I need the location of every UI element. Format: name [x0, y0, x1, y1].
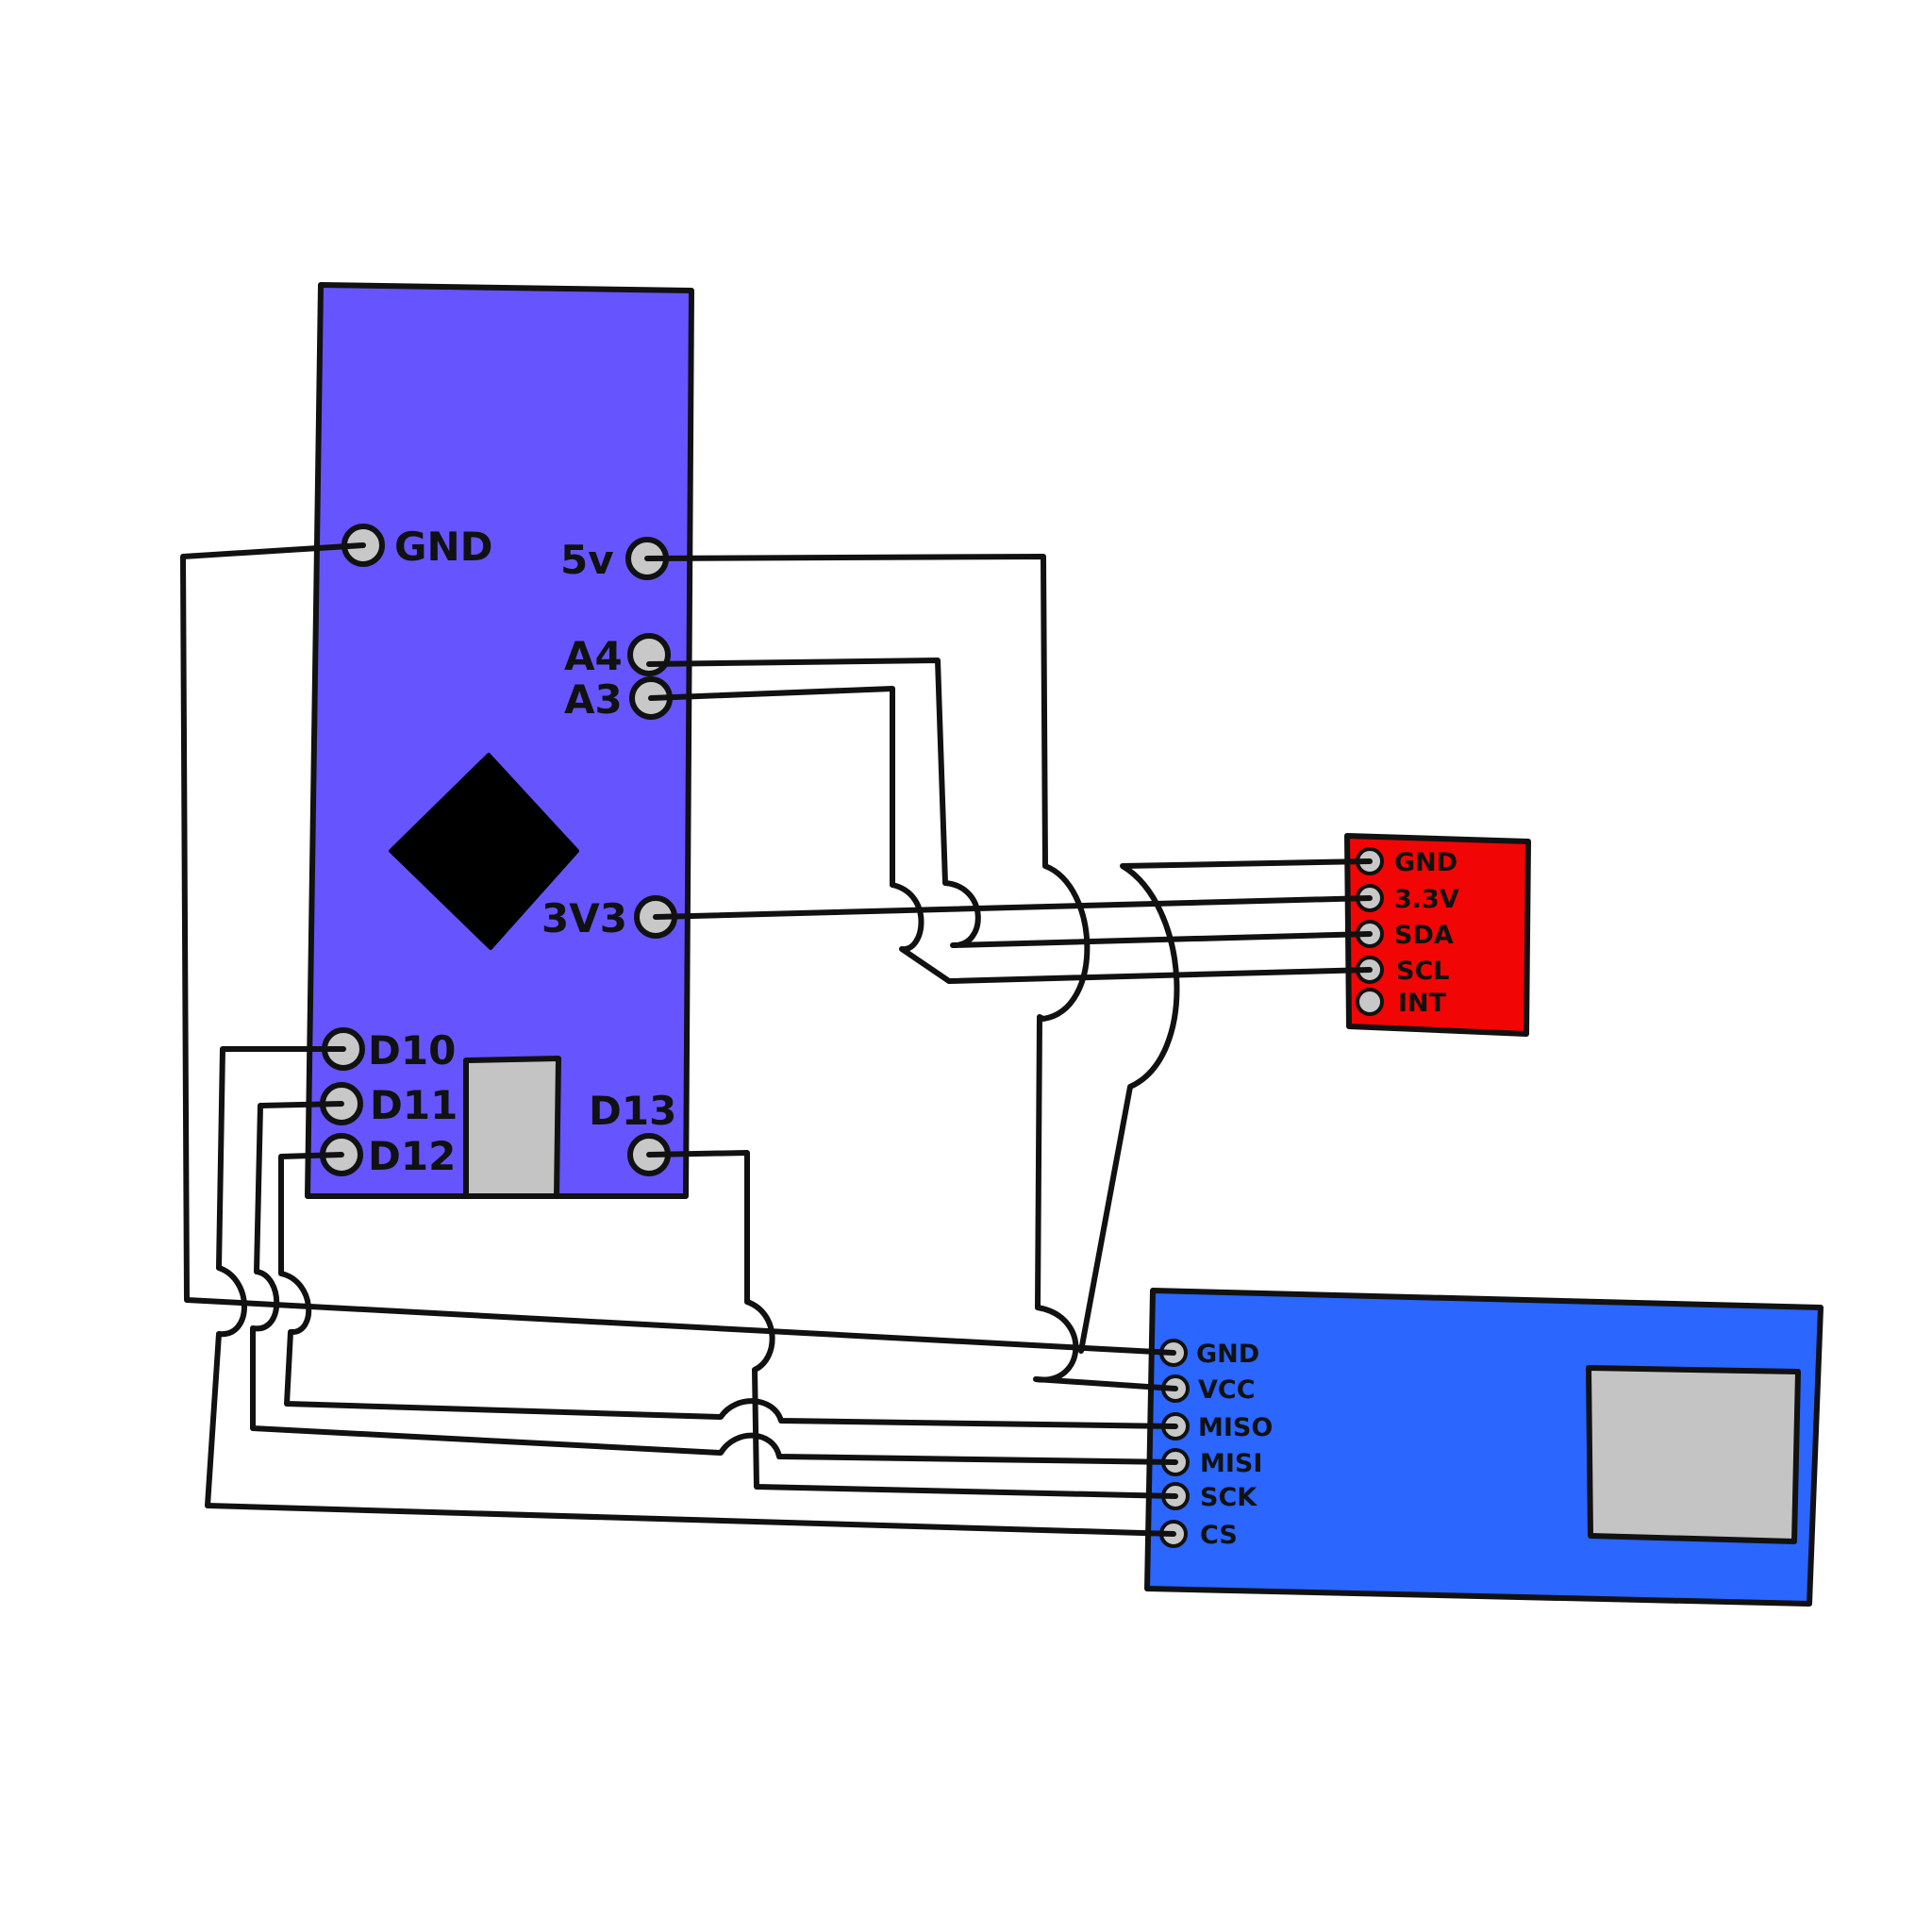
sensor-pin-3v3-label: 3.3V: [1394, 885, 1459, 914]
module-pin-sck-label: SCK: [1200, 1483, 1257, 1512]
pin-d11-label: D11: [370, 1082, 458, 1128]
microcontroller-board: GND 5v A4 A3 3V3 D10 D11 D12 D13: [305, 282, 694, 1199]
pin-a3-label: A3: [564, 676, 623, 723]
sensor-board: GND 3.3V SDA SCL INT: [1344, 833, 1531, 1037]
sensor-pin-int[interactable]: [1356, 988, 1384, 1016]
module-pin-cs-label: CS: [1200, 1521, 1238, 1550]
module-pin-vcc-label: VCC: [1198, 1375, 1256, 1405]
pin-a4-label: A4: [564, 633, 623, 679]
wire-d10-cs: [205, 1046, 1176, 1537]
sensor-pin-sda-label: SDA: [1394, 921, 1454, 950]
usb-connector: [463, 1056, 561, 1199]
module-board: GND VCC MISO MISI SCK CS: [1144, 1288, 1824, 1607]
sensor-body: [1344, 833, 1531, 1037]
wire-5v: [644, 554, 1178, 1391]
wires: [180, 542, 1373, 1537]
sensor-pin-gnd-label: GND: [1394, 848, 1457, 877]
module-pin-miso-label: MISO: [1198, 1413, 1273, 1442]
wire-sensor-gnd: [1078, 858, 1373, 1354]
wire-d13-sck: [646, 1150, 1178, 1499]
sensor-pin-int-label: INT: [1398, 989, 1447, 1018]
sensor-pin-scl-label: SCL: [1396, 957, 1449, 986]
wire-d11-misi: [250, 1101, 1178, 1465]
microcontroller-chip: [389, 753, 579, 950]
pin-a4[interactable]: [627, 633, 671, 676]
pin-5v-label: 5v: [560, 537, 614, 583]
wire-3v3: [653, 895, 1373, 920]
wire-a4-sda: [646, 658, 1373, 949]
wire-d12-miso: [278, 1152, 1178, 1429]
pin-3v3-label: 3V3: [541, 895, 627, 941]
wire-gnd: [180, 542, 1176, 1356]
pin-d13-label: D13: [589, 1088, 676, 1134]
module-pin-gnd-label: GND: [1196, 1340, 1259, 1369]
wire-a3-scl: [648, 686, 1373, 984]
module-pin-misi-label: MISI: [1200, 1449, 1262, 1478]
pin-gnd-label: GND: [394, 524, 493, 570]
pin-d10-label: D10: [368, 1027, 456, 1074]
pin-d12-label: D12: [368, 1133, 456, 1179]
module-component: [1586, 1365, 1801, 1544]
microcontroller-body: [305, 282, 694, 1199]
